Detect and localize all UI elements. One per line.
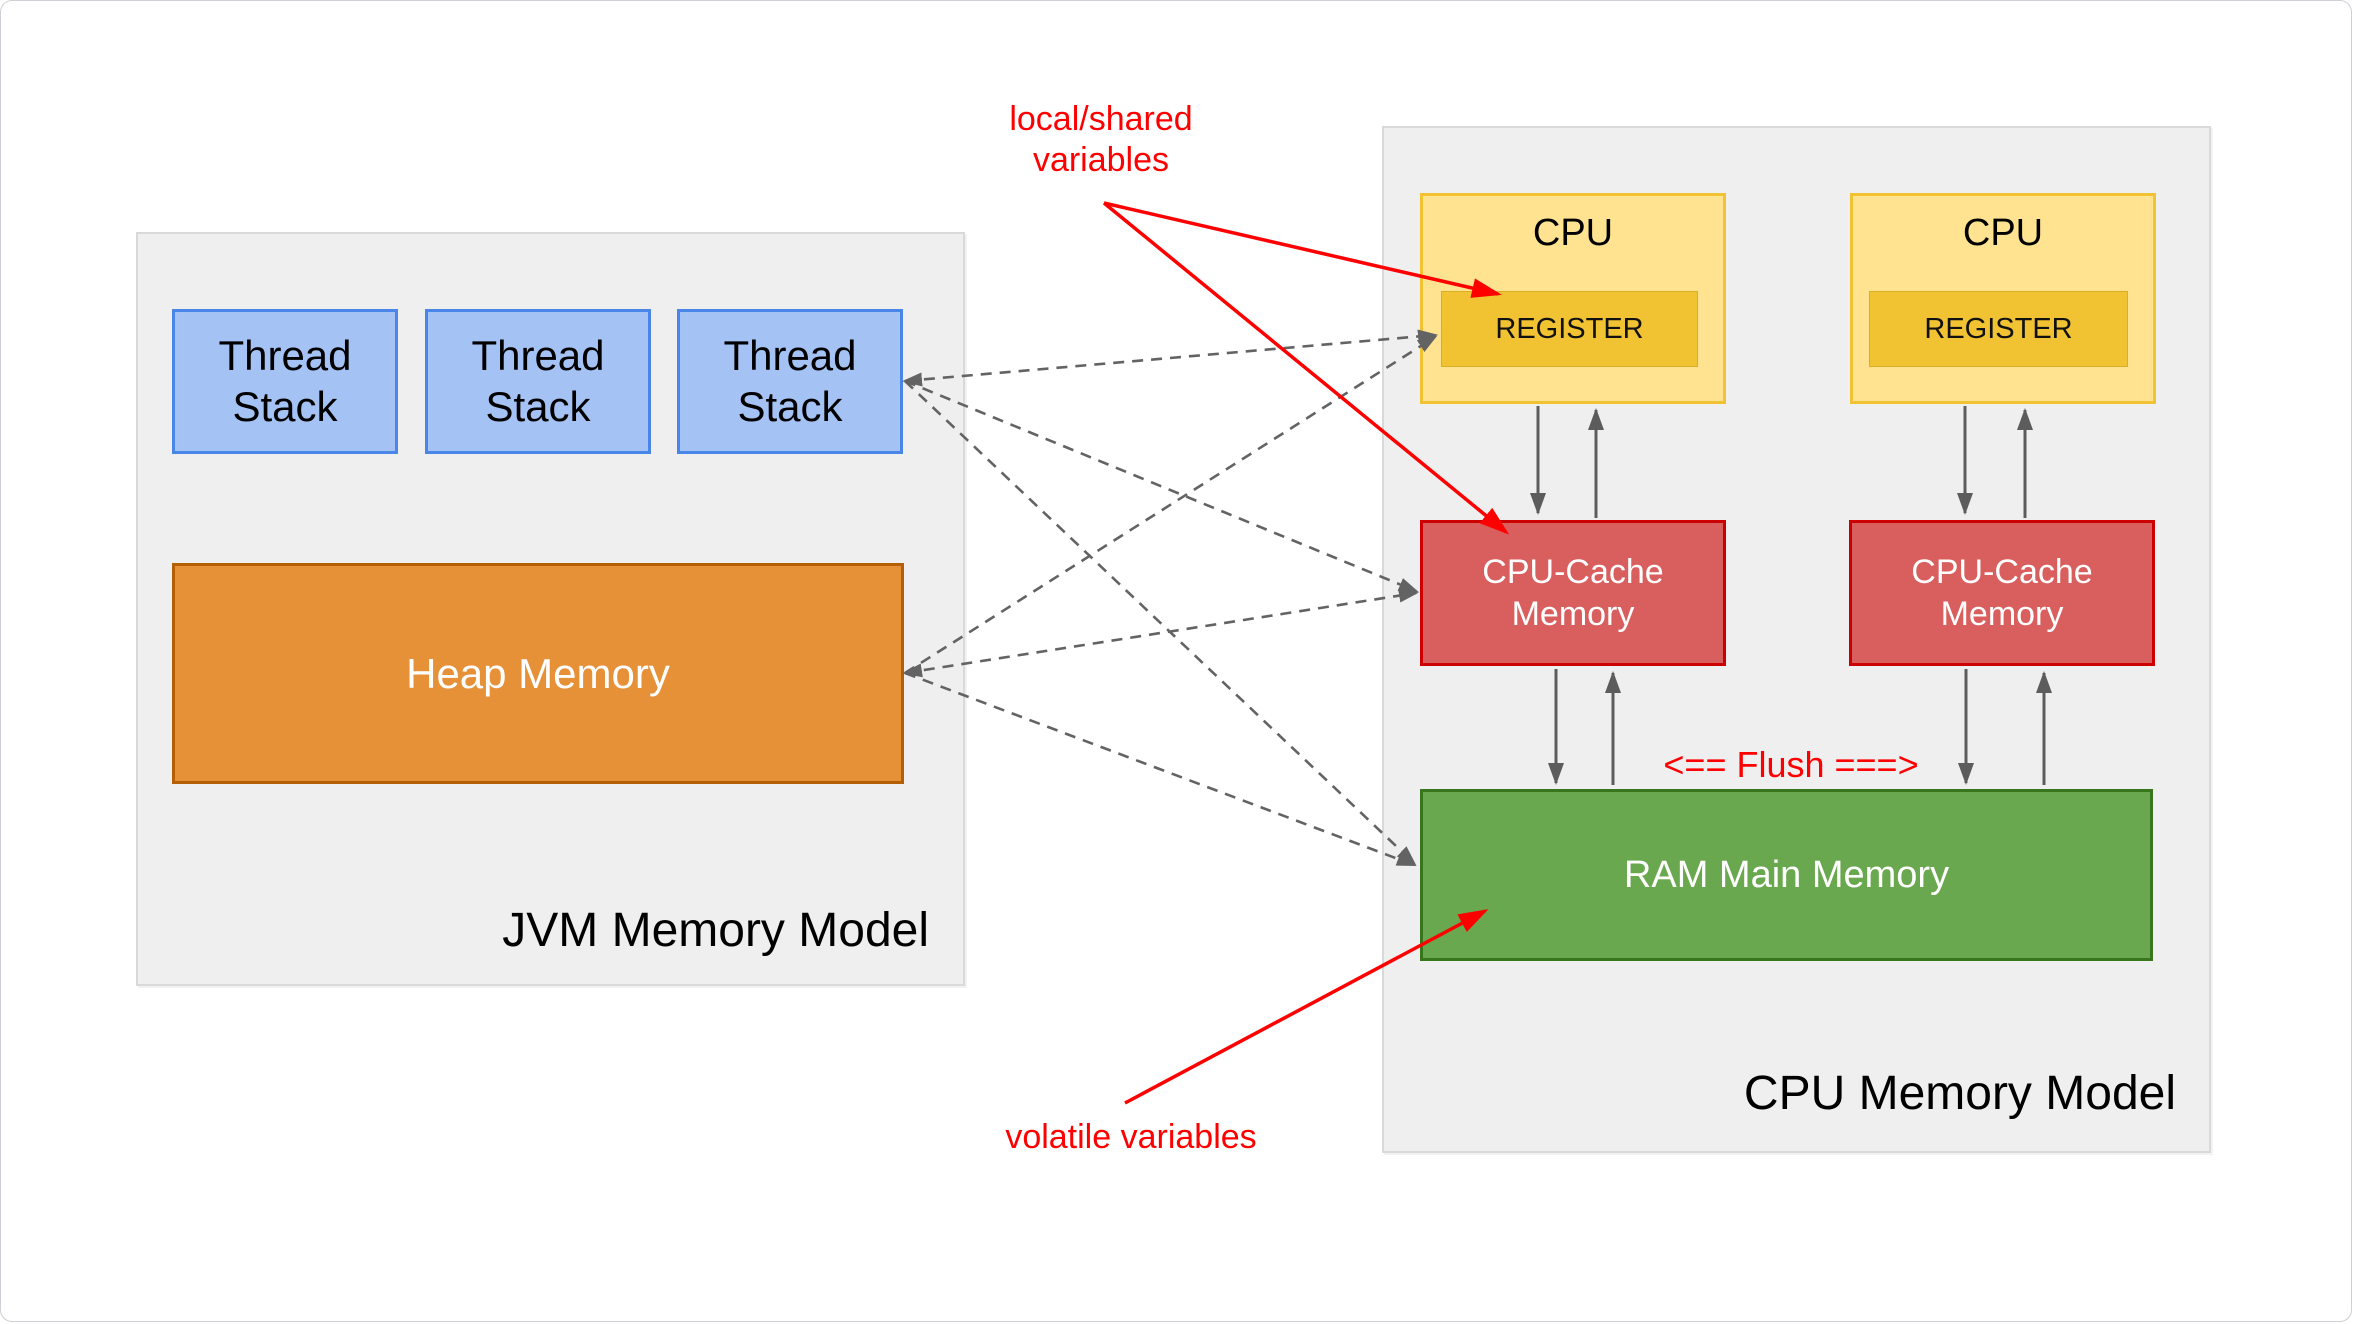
- cpu-cache-memory-box-1: CPU-Cache Memory: [1420, 520, 1726, 666]
- jvm-panel-title: JVM Memory Model: [502, 904, 929, 957]
- heap-memory-box: Heap Memory: [172, 563, 904, 784]
- volatile-variables-note: volatile variables: [1005, 1118, 1257, 1156]
- dashed-arrow-heap-to-cache: [902, 588, 1419, 678]
- thread-stack-box-1: Thread Stack: [172, 309, 398, 454]
- dashed-arrow-heap-to-register: [904, 335, 1438, 675]
- thread-stack-box-2: Thread Stack: [425, 309, 651, 454]
- register-box-2: REGISTER: [1869, 291, 2128, 367]
- cpu-cache-memory-box-2: CPU-Cache Memory: [1849, 520, 2155, 666]
- flush-note: <== Flush ===>: [1663, 744, 1919, 785]
- dashed-arrow-threadstack-to-ram: [904, 380, 1417, 866]
- dashed-arrow-heap-to-ram: [904, 671, 1417, 867]
- local-shared-variables-note: local/shared variables: [1009, 100, 1193, 180]
- thread-stack-box-3: Thread Stack: [677, 309, 903, 454]
- cpu-panel-title: CPU Memory Model: [1743, 1067, 2176, 1120]
- dashed-arrow-threadstack-to-cache: [904, 379, 1419, 593]
- ram-main-memory-box: RAM Main Memory: [1420, 789, 2153, 961]
- dashed-arrow-threadstack-to-register: [902, 329, 1438, 387]
- register-box-1: REGISTER: [1441, 291, 1698, 367]
